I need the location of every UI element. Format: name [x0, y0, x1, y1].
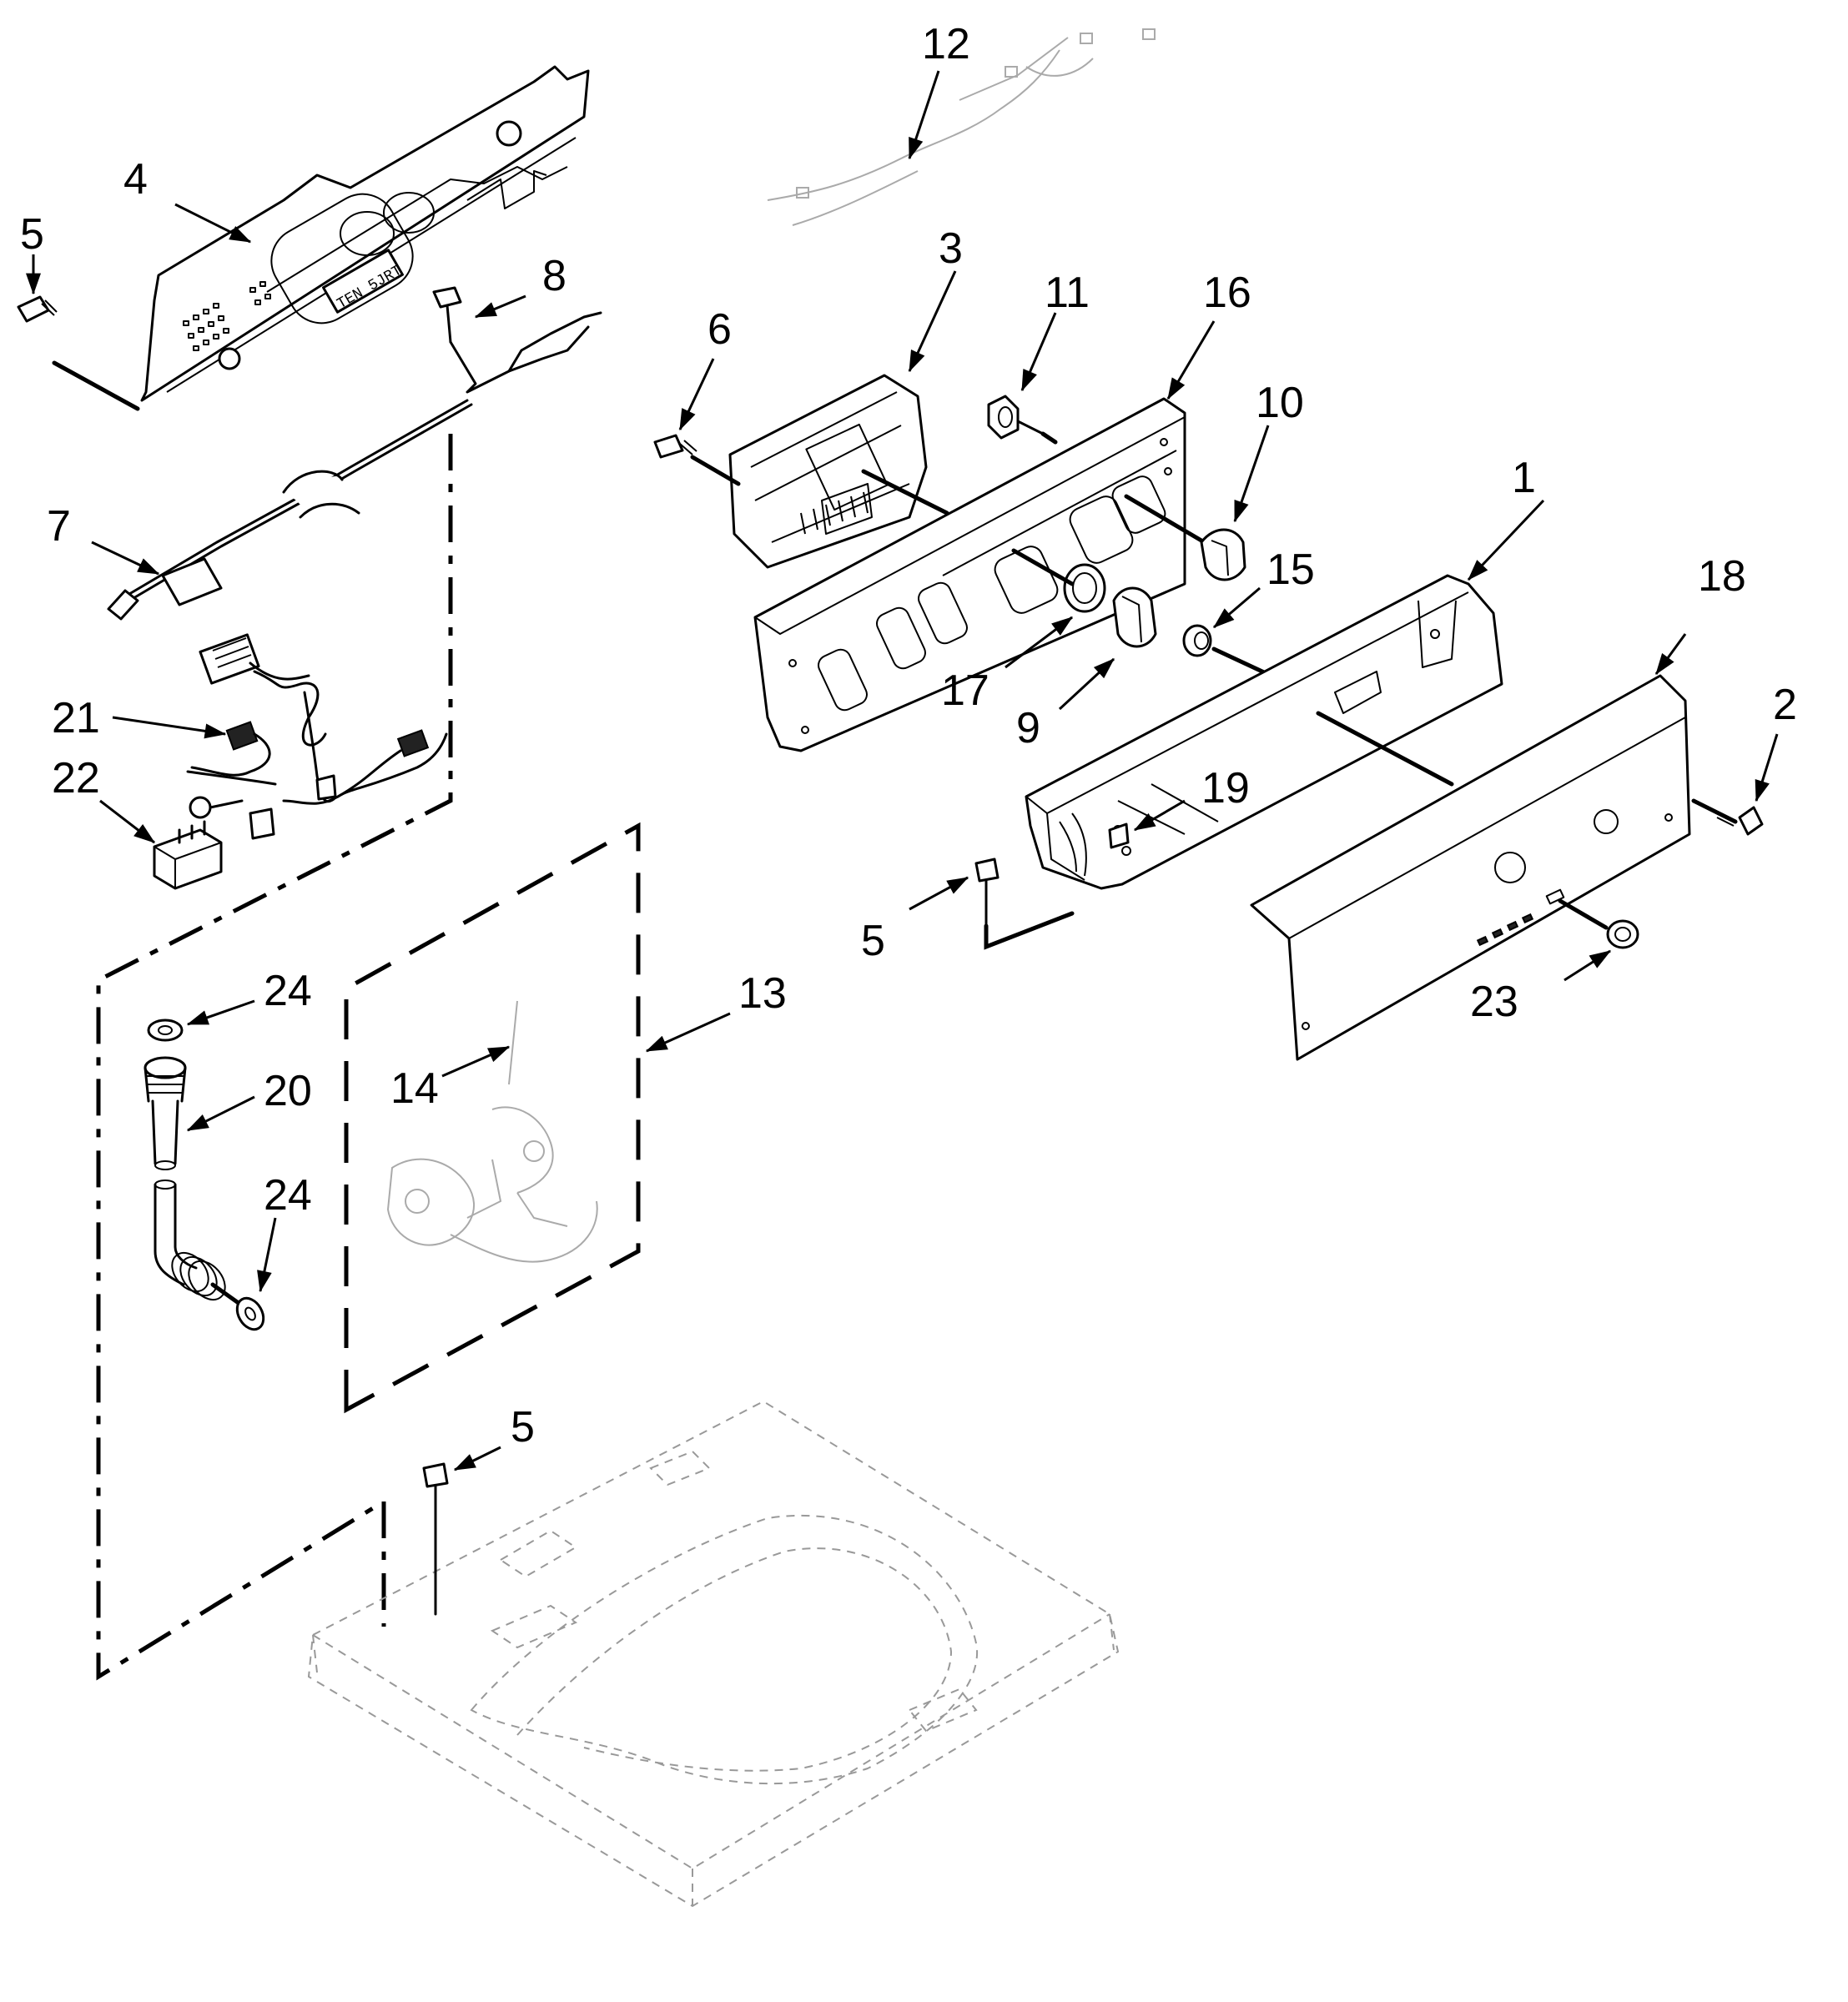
callout-10: 10 [1256, 379, 1304, 427]
callout-24-top: 24 [264, 967, 312, 1015]
inlet-hose-part-20 [144, 1056, 244, 1308]
callout-12: 12 [922, 20, 970, 68]
assembly-boundary-line [96, 434, 453, 1681]
water-valve-part-14 [386, 1000, 598, 1263]
wire-harness-part-12 [767, 28, 1156, 226]
callout-24-bottom: 24 [264, 1171, 312, 1220]
screw-part-8 [432, 286, 462, 344]
top-panel-base [307, 1400, 1120, 1908]
callout-1: 1 [1512, 454, 1536, 502]
button-part-15 [1182, 624, 1212, 657]
callout-5-middle: 5 [861, 917, 885, 965]
washer-part-24-top [147, 1019, 184, 1042]
encoder-part-11 [987, 395, 1045, 440]
callout-2: 2 [1773, 681, 1797, 729]
callout-21: 21 [52, 694, 100, 742]
callout-9: 9 [1016, 704, 1040, 752]
callout-20: 20 [264, 1067, 312, 1115]
wire-harness-part-21 [186, 633, 448, 840]
callout-15: 15 [1266, 546, 1315, 594]
callout-4: 4 [123, 155, 148, 204]
button-part-23 [1606, 919, 1639, 949]
screw-part-5b [974, 858, 1000, 928]
screw-part-5a [17, 295, 58, 323]
relay-part-22 [153, 820, 223, 890]
screw-part-5c [422, 1462, 449, 1616]
callout-5-top: 5 [20, 210, 44, 259]
callout-16: 16 [1203, 269, 1251, 317]
screw-part-6 [653, 434, 697, 459]
callout-11: 11 [1045, 269, 1090, 317]
front-panel-part-18 [1250, 674, 1691, 1061]
console-housing-part-1 [1025, 574, 1503, 890]
callout-22: 22 [52, 754, 100, 802]
power-cord-part-7 [107, 311, 602, 621]
valve-assembly-box-part-13 [344, 822, 641, 1414]
console-frame-part-16 [753, 397, 1186, 752]
callout-3: 3 [939, 224, 963, 273]
callout-5-bottom: 5 [511, 1403, 535, 1451]
callout-19: 19 [1201, 764, 1250, 812]
control-board-part-3 [728, 374, 928, 569]
screw-part-2 [1716, 806, 1764, 836]
callout-18: 18 [1698, 552, 1746, 601]
callout-13: 13 [738, 969, 787, 1018]
callout-23: 23 [1470, 978, 1518, 1026]
knob-part-9 [1112, 586, 1157, 648]
callout-14: 14 [390, 1064, 439, 1113]
clip-part-19 [1108, 822, 1130, 849]
knob-part-10 [1200, 528, 1246, 581]
callout-8: 8 [542, 252, 566, 300]
callout-7: 7 [47, 502, 71, 551]
washer-part-24-bottom [235, 1296, 265, 1331]
knob-ring-part-17 [1063, 563, 1106, 613]
callout-17: 17 [941, 666, 989, 715]
callout-6: 6 [707, 305, 732, 354]
